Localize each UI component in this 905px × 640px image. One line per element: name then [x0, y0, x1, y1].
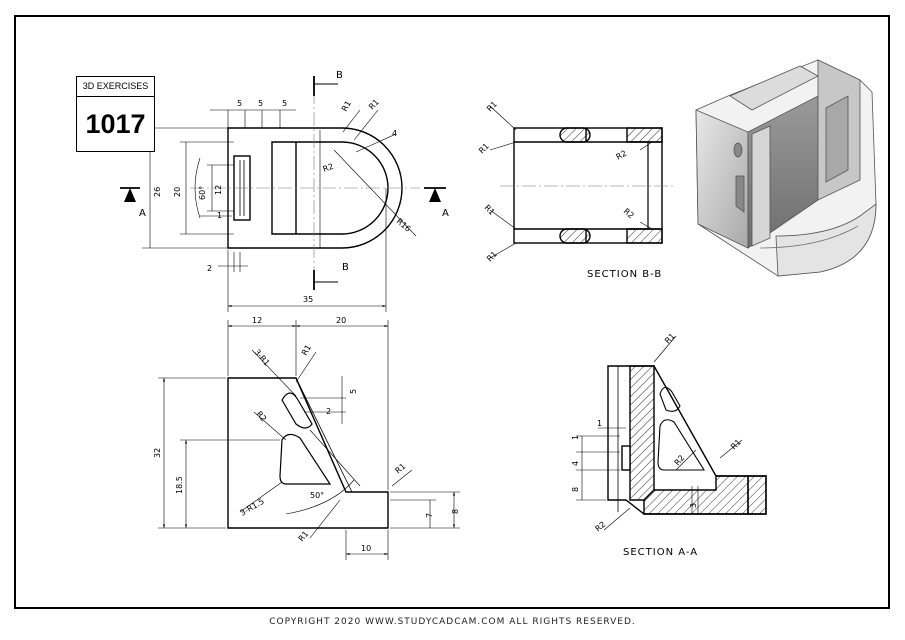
dim-r16: R16: [395, 217, 413, 234]
dim-2: 2: [207, 264, 212, 273]
aa-r2b: R2: [594, 520, 608, 534]
dim-5c: 5: [282, 99, 287, 108]
cut-marker-a-left: A: [139, 208, 146, 219]
section-bb-view: [489, 105, 676, 259]
fv-r1b: R1: [297, 529, 311, 543]
cut-marker-b-bottom: B: [342, 262, 349, 273]
fv-dim-12: 12: [252, 316, 262, 325]
fv-r1c: R1: [394, 462, 408, 476]
aa-dim-8: 8: [571, 487, 580, 492]
bb-r1c: R1: [483, 203, 497, 217]
section-bb-title: SECTION B-B: [587, 269, 662, 280]
aa-r1b: R1: [729, 438, 743, 452]
exercise-header: 3D EXERCISES: [77, 77, 154, 97]
aa-r2a: R2: [673, 453, 687, 467]
exercise-title-block: 3D EXERCISES 1017: [76, 76, 155, 152]
fv-r2: R2: [254, 410, 268, 424]
cut-marker-a-right: A: [442, 208, 449, 219]
dim-5b: 5: [258, 99, 263, 108]
section-aa-view: [576, 335, 767, 531]
aa-dim-1a: 1: [571, 435, 580, 440]
top-view: [120, 76, 446, 312]
copyright-notice: COPYRIGHT 2020 WWW.STUDYCADCAM.COM ALL R…: [269, 617, 636, 627]
dim-5a: 5: [237, 99, 242, 108]
fv-r1a: R1: [300, 343, 313, 357]
fv-3-r1: 3-R1: [252, 348, 271, 368]
fv-dim-7: 7: [425, 513, 434, 518]
iso-render: [695, 59, 877, 277]
fv-3-r1-5: 3-R1.5: [239, 497, 266, 518]
top-view-inner-cavity: [271, 141, 389, 235]
dim-20: 20: [173, 187, 182, 197]
section-aa-title: SECTION A-A: [623, 547, 698, 558]
bb-r1a: R1: [485, 100, 499, 114]
dim-r1b: R1: [367, 98, 381, 112]
exercise-number: 1017: [85, 109, 146, 139]
aa-dim-3: 3: [689, 503, 698, 508]
bb-r2a: R2: [615, 149, 629, 162]
sheet-border: [14, 15, 890, 609]
aa-dim-4: 4: [571, 461, 580, 466]
dim-r1a: R1: [340, 99, 353, 113]
section-bb-labels: R1 R1 R1 R1 R2 R2 SECTION B-B: [477, 100, 662, 280]
front-view-labels: 12 20 3-R1 R1 5 R2 2 32 18.5 3-R1.5 50° …: [153, 316, 460, 553]
dim-26: 26: [153, 187, 162, 197]
dim-4: 4: [392, 129, 397, 138]
cut-marker-b-top: B: [336, 70, 343, 81]
top-view-outline: [227, 127, 403, 249]
dim-35: 35: [303, 295, 313, 304]
section-aa-labels: R1 R1 1 1 4 8 R2 3 R2 SECTION A-A: [571, 332, 743, 558]
bb-r1d: R1: [485, 250, 499, 264]
fv-dim-18-5: 18.5: [175, 476, 184, 494]
aa-r1a: R1: [663, 332, 677, 346]
dim-1: 1: [217, 211, 222, 220]
top-view-labels: 5 5 5 R1 R1 4 R2 R16 26 20 60° 12 1 2 35…: [139, 70, 449, 304]
dim-60deg: 60°: [198, 186, 207, 200]
fv-dim-5: 5: [349, 389, 358, 394]
dim-r2: R2: [322, 162, 335, 174]
fv-dim-20: 20: [336, 316, 346, 325]
fv-dim-10: 10: [361, 544, 371, 553]
fv-dim-32: 32: [153, 448, 162, 458]
fv-dim-2: 2: [326, 407, 331, 416]
front-view: [158, 320, 460, 560]
dim-12: 12: [214, 185, 223, 195]
bb-r1b: R1: [477, 142, 491, 156]
fv-dim-8: 8: [451, 509, 460, 514]
fv-dim-50deg: 50°: [310, 491, 324, 500]
bb-r2b: R2: [622, 207, 636, 221]
aa-dim-1b: 1: [597, 419, 602, 428]
